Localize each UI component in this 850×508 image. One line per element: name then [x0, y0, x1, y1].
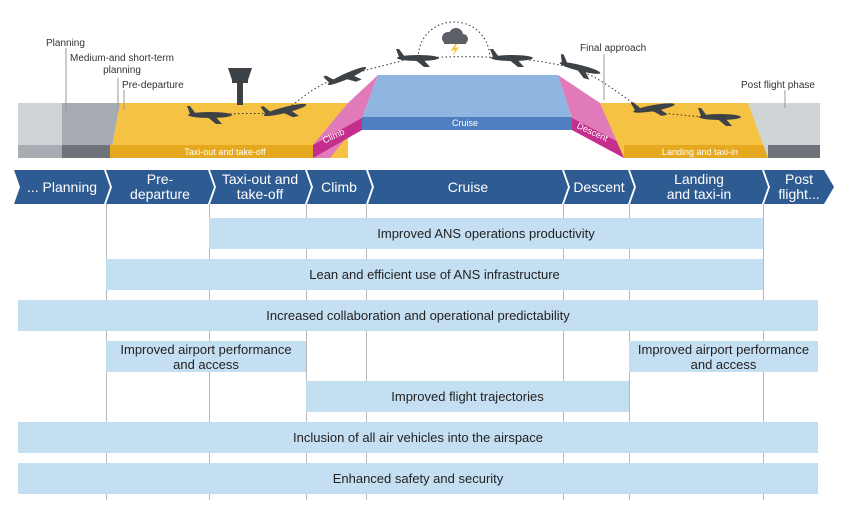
aircraft-takeoff-icon: [260, 103, 307, 118]
pre-departure-top-label: Pre-departure: [122, 80, 184, 91]
medium-term-ground-segment: [62, 103, 120, 158]
final-approach-top-label: Final approach: [580, 43, 647, 54]
descent-segment-dark: [572, 118, 624, 158]
aircraft-final-approach-icon: [559, 53, 601, 80]
phase-arrow-pre-departure: [106, 170, 214, 204]
benefit-bar-air-vehicles: Inclusion of all air vehicles into the a…: [18, 422, 818, 453]
benefit-bar-airport-performance-departure: Improved airport performance and access: [106, 341, 306, 372]
phase-arrow-band: [14, 170, 834, 204]
taxi-out-ground-segment: [110, 103, 348, 158]
cruise-segment: [362, 75, 572, 118]
climb-segment-dark: [313, 118, 362, 158]
phase-label-climb: Climb: [321, 178, 357, 195]
benefit-bar-airport-performance-arrival: Improved airport performance and access: [629, 341, 818, 372]
storm-cloud-icon: [442, 28, 468, 56]
phase-divider: [306, 204, 307, 500]
taxi-out-ground-dark: [110, 145, 313, 158]
phase-arrow-planning: [14, 170, 110, 204]
planning-top-label: Planning: [46, 38, 85, 49]
taxi-out-segment-label: Taxi-out and take-off: [184, 147, 266, 157]
benefit-bar-ans-productivity: Improved ANS operations productivity: [209, 218, 763, 249]
landing-segment-label: Landing and taxi-in: [661, 147, 739, 157]
benefit-bar-collaboration: Increased collaboration and operational …: [18, 300, 818, 331]
post-flight-ground-segment: [748, 103, 820, 158]
benefit-bar-flight-trajectories: Improved flight trajectories: [306, 381, 629, 412]
phase-label-pre-departure: Pre- departure: [130, 171, 190, 202]
phase-arrow-descent: [564, 170, 634, 204]
aircraft-taxi-out-icon: [187, 106, 232, 124]
phase-label-cruise: Cruise: [447, 178, 489, 195]
phase-label-landing: Landing and taxi-in: [666, 171, 732, 202]
post-flight-top-label: Post flight phase: [741, 80, 815, 91]
phase-label-descent: Descent: [573, 178, 625, 195]
planning-ground-dark: [18, 145, 68, 158]
phase-divider: [366, 204, 367, 500]
cruise-segment-dark: [362, 117, 572, 130]
phase-label-taxi-out: Taxi-out and take-off: [221, 171, 299, 202]
medium-term-top-label: Medium-and short-term planning: [70, 53, 174, 76]
cruise-segment-label: Cruise: [451, 118, 478, 128]
flight-profile-illustration: [18, 21, 820, 158]
phase-label-post-flight: Post flight...: [778, 171, 820, 202]
benefit-bar-ans-infrastructure: Lean and efficient use of ANS infrastruc…: [106, 259, 763, 290]
phase-arrow-cruise: [368, 170, 568, 204]
aircraft-climb-icon: [323, 67, 367, 85]
storm-avoidance-path: [417, 21, 491, 59]
aircraft-cruise-right-icon: [490, 49, 533, 67]
benefit-bar-safety-security: Enhanced safety and security: [18, 463, 818, 494]
landing-ground-dark: [624, 145, 768, 158]
phase-divider: [563, 204, 564, 500]
phase-arrow-post-flight: [764, 170, 834, 204]
phase-label-planning: ... Planning: [26, 178, 98, 195]
phase-arrow-taxi-out: [210, 170, 311, 204]
medium-term-ground-dark: [62, 145, 110, 158]
aircraft-cruise-left-icon: [396, 49, 439, 67]
phase-arrow-climb: [307, 170, 372, 204]
phase-arrow-landing: [630, 170, 768, 204]
aircraft-landing-icon: [630, 102, 675, 116]
control-tower-icon: [228, 68, 252, 105]
aircraft-taxi-in-icon: [698, 108, 741, 126]
post-flight-ground-dark: [768, 145, 820, 158]
